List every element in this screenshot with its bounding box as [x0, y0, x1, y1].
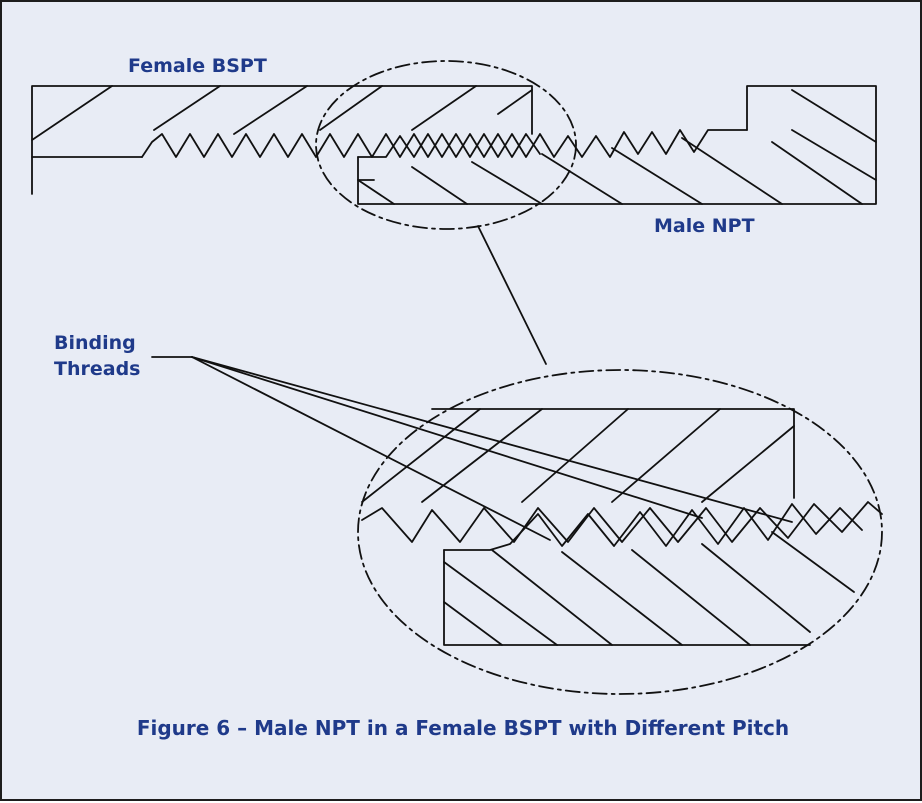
magnifier-connector-line: [477, 225, 547, 365]
magnifier-ellipse-small: [315, 60, 577, 230]
enlarged-male-thread-profile: [443, 503, 863, 551]
female-bspt-body: [31, 85, 533, 195]
female-thread-profile: [141, 133, 541, 158]
enlarged-female-thread-profile: [361, 501, 883, 543]
enlarged-male-hatching: [443, 531, 855, 646]
female-bspt-label: Female BSPT: [128, 55, 267, 77]
binding-threads-label-line2: Threads: [54, 358, 141, 380]
male-npt-outline: [357, 85, 877, 205]
female-bspt-hatching: [31, 85, 533, 141]
male-npt-thread-profile: [357, 129, 748, 158]
male-npt-body: [357, 85, 877, 205]
magnifier-ellipse-large: [357, 369, 883, 695]
enlarged-male-outline: [443, 549, 811, 646]
binding-threads-leaders: [151, 356, 793, 541]
male-npt-label: Male NPT: [654, 215, 755, 237]
enlarged-male-npt: [443, 503, 863, 646]
enlarged-female-hatching: [361, 408, 795, 503]
binding-threads-label: Binding Threads: [54, 330, 140, 382]
binding-threads-label-line1: Binding: [54, 332, 136, 354]
figure-caption: Figure 6 – Male NPT in a Female BSPT wit…: [136, 716, 790, 740]
enlarged-female-outline: [431, 408, 795, 499]
male-npt-hatching: [357, 89, 877, 205]
enlarged-female-bspt: [361, 408, 883, 543]
